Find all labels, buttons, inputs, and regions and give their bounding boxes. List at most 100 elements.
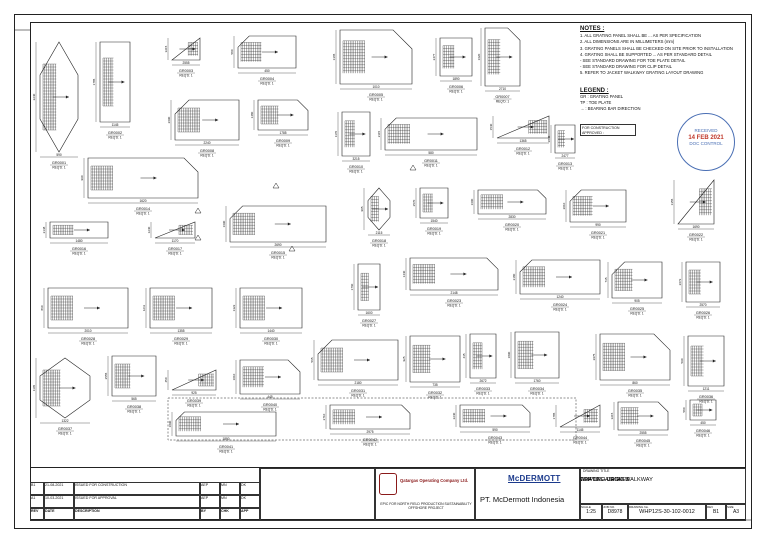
panel-qty: REQ'D: 1: [136, 212, 150, 216]
panel-qty: REQ'D: 1: [362, 324, 376, 328]
panel-label: GR0040: [263, 403, 277, 407]
panel-qty: REQ'D: 1: [264, 342, 278, 346]
drawing-inner-border: [30, 22, 746, 520]
grating-hatch: [480, 194, 503, 210]
panel-label: GR0008: [200, 149, 214, 153]
panel-qty: REQ'D: 1: [127, 410, 141, 414]
bearing-arrowhead: [644, 278, 648, 282]
note-line: 3. GRATING PANELS SHALL BE CHECKED ON SI…: [580, 45, 733, 51]
dimension-value: 2975: [366, 430, 373, 434]
bearing-arrowhead: [65, 95, 69, 99]
dimension-value: 2148: [450, 291, 457, 295]
bearing-arrowhead: [503, 414, 507, 418]
bearing-arrowhead: [440, 201, 444, 205]
grating-hatch: [614, 269, 633, 291]
bearing-arrowhead: [544, 353, 548, 357]
grating-panel-outline: [519, 259, 601, 295]
panel-label: GR0004: [260, 77, 274, 81]
dimension-value: 1480: [250, 111, 254, 118]
panel-label: GR0009: [276, 139, 290, 143]
dimension-value: 445: [462, 353, 466, 358]
panel-qty: REQ'D: 1: [52, 166, 66, 170]
dimension-value: 925: [191, 391, 197, 395]
bearing-arrowhead: [72, 386, 76, 390]
grating-hatch: [178, 416, 201, 432]
grating-panel-outline: [569, 189, 627, 223]
contractor-logo: McDERMOTT: [508, 474, 561, 483]
dimension-value: 1890: [452, 77, 459, 81]
revision-triangle-icon: [288, 245, 296, 252]
bearing-arrowhead: [520, 200, 524, 204]
grating-hatch: [342, 40, 365, 74]
grating-hatch: [177, 107, 200, 133]
panel-qty: REQ'D: 1: [200, 154, 214, 158]
panel-qty: REQ'D: 1: [271, 256, 285, 260]
grating-panel-outline: [685, 261, 721, 303]
panel-qty: REQ'D: 1: [168, 252, 182, 256]
bearing-arrowhead: [375, 285, 379, 289]
grating-panel-outline: [599, 333, 671, 381]
grating-panel-outline: [611, 261, 663, 299]
project-name: EPIC FOR NORTH FIELD PRODUCTION SUSTAINA…: [380, 502, 472, 511]
panel-qty: REQ'D: 1: [530, 392, 544, 396]
dimension-value: 1785: [552, 412, 556, 419]
dimension-value: 565: [310, 357, 314, 362]
dimension-value: 1355: [670, 198, 674, 205]
grating-panel-outline: [149, 287, 213, 329]
legend-line: GR : GRATING PANEL: [580, 94, 624, 99]
dimension-value: 2710: [499, 87, 506, 91]
grating-panel-outline: [257, 99, 309, 131]
dimension-value: 2115: [376, 231, 383, 235]
grating-hatch: [178, 225, 193, 235]
panel-qty: REQ'D: 1: [260, 82, 274, 86]
approval-line-2: APPROVED :: [582, 130, 604, 135]
panel-label: GR0020: [505, 223, 519, 227]
bearing-arrowhead: [440, 132, 444, 136]
grating-hatch: [332, 409, 355, 425]
grating-panel-outline: [439, 37, 473, 77]
approval-box: FOR CONSTRUCTION APPROVED :: [580, 124, 636, 136]
grating-hatch: [472, 342, 483, 370]
dimension-value: 1211: [142, 304, 146, 311]
note-line: 5. REFER TO JACKET WALKWAY GRATING LAYOU…: [580, 70, 704, 76]
dimension-value: 1240: [556, 295, 563, 299]
grating-panel-outline: [87, 157, 199, 199]
panel-qty: REQ'D: 1: [369, 98, 383, 102]
dimension-value: 2010: [562, 202, 566, 209]
dimension-value: 590: [492, 428, 498, 432]
bearing-arrowhead: [509, 55, 513, 59]
bearing-arrowhead: [463, 272, 467, 276]
bearing-arrowhead: [192, 47, 196, 51]
panel-qty: REQ'D: 1: [174, 342, 188, 346]
grating-panel-outline: [617, 401, 669, 431]
grating-panel-outline: [111, 355, 157, 397]
dimension-value: 580: [230, 49, 234, 54]
grating-hatch: [242, 366, 264, 388]
dimension-value: 1690: [222, 220, 226, 227]
dimension-value: 1690: [692, 225, 699, 229]
panel-qty: REQ'D: 1: [689, 238, 703, 242]
grating-hatch: [320, 347, 343, 373]
title-line-3: GRATING DETAILS: [580, 477, 630, 483]
bearing-arrowhead: [97, 306, 100, 310]
dimension-value: 1540: [430, 219, 437, 223]
panel-qty: REQ'D: 1: [488, 441, 502, 445]
job-cell: JOB NO. D8978: [602, 504, 628, 521]
stamp-date: 14 FEB 2021: [688, 135, 724, 141]
dimension-value: 2710: [322, 413, 326, 420]
dimension-value: 2010: [84, 329, 91, 333]
grating-hatch: [90, 165, 113, 191]
panel-qty: REQ'D: 1: [427, 232, 441, 236]
notes-heading: NOTES :: [580, 26, 605, 32]
panel-label: GR0033: [476, 387, 490, 391]
bearing-arrowhead: [274, 50, 278, 54]
grating-panel-outline: [687, 335, 725, 387]
dimension-value: 1600: [470, 198, 474, 205]
dimension-value: 1440: [402, 270, 406, 277]
grating-panel-outline: [317, 339, 399, 381]
grating-panel-outline: [239, 359, 301, 395]
panel-label: GR0030: [264, 337, 278, 341]
panel-qty: REQ'D: 1: [351, 394, 365, 398]
date-header: DATE: [44, 508, 74, 521]
dimension-value: 1760: [533, 379, 540, 383]
